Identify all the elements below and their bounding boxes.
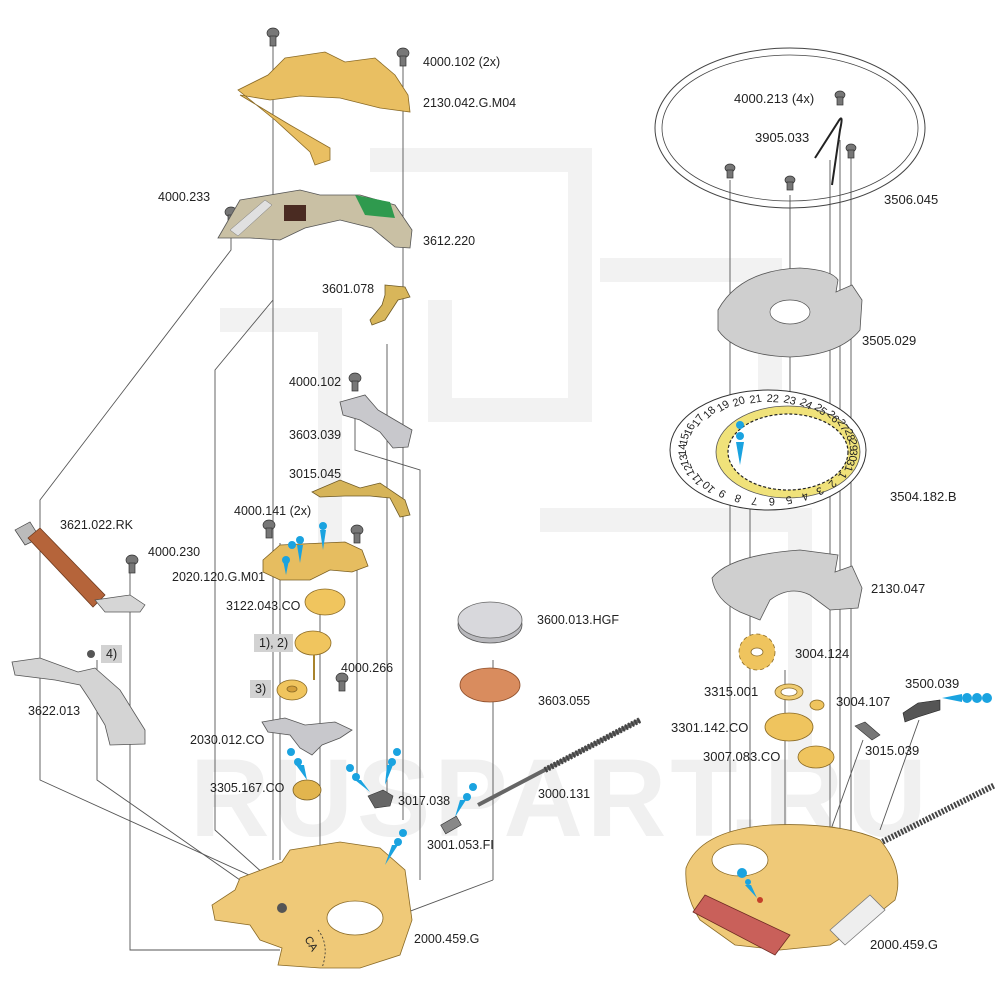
rotor-3305-167-shape (292, 779, 322, 801)
ring-3506-045-shape (654, 47, 926, 209)
setting-lever-3017-038-shape (367, 789, 394, 809)
label-3315-001: 3315.001 (704, 684, 759, 699)
label-2030-012: 2030.012.CO (190, 733, 265, 747)
bridge-2020-120-shape (262, 541, 369, 581)
label-4000-102: 4000.102 (289, 375, 342, 389)
date-number: 29 (846, 438, 859, 451)
label-4000-102-2x: 4000.102 (2x) (423, 55, 501, 69)
label-3000-131: 3000.131 (538, 787, 591, 801)
battery-3600-013-shape (457, 601, 523, 644)
part-3603-039-shape (339, 394, 413, 449)
lever-3015-039-shape (854, 721, 881, 741)
label-3004-107: 3004.107 (836, 694, 891, 709)
date-number: 5 (784, 493, 793, 506)
date-number: 8 (733, 491, 743, 504)
date-number: 22 (766, 393, 779, 406)
gear-wheels-right (738, 633, 835, 769)
bridge-2130-042-shape (237, 51, 411, 166)
label-3015-045: 3015.045 (289, 467, 342, 481)
date-number: 4 (800, 489, 811, 502)
mainplate-left-shape (211, 841, 413, 969)
label-3612-220: 3612.220 (423, 234, 476, 248)
date-number: 24 (798, 396, 814, 412)
date-number: 9 (717, 486, 729, 499)
date-number: 21 (749, 393, 763, 407)
date-number: 6 (769, 495, 776, 507)
note-1-2: 1), 2) (254, 634, 294, 652)
date-number: 7 (751, 494, 759, 507)
label-3017-038: 3017.038 (398, 794, 451, 808)
date-number: 14 (677, 444, 689, 456)
label-4000-213-4x: 4000.213 (4x) (734, 91, 815, 106)
date-number: 28 (842, 427, 857, 442)
label-3622-013: 3622.013 (28, 704, 81, 718)
lever-3015-045-shape (311, 479, 411, 518)
date-number: 20 (731, 394, 747, 409)
date-number: 17 (690, 412, 707, 429)
stem-3000-131-shape (477, 717, 642, 807)
date-number: 11 (690, 471, 706, 487)
pinion-3001-053-shape (440, 815, 462, 835)
gear-wheels (276, 588, 346, 701)
label-3905-033: 3905.033 (755, 130, 810, 145)
date-number: 31 (841, 458, 856, 473)
label-3621-022: 3621.022.RK (60, 518, 133, 532)
note-4: 4) (101, 645, 123, 663)
date-number: 1 (835, 469, 848, 480)
label-3015-039: 3015.039 (865, 743, 920, 758)
date-number: 19 (715, 398, 732, 415)
label-2000-459-left: 2000.459.G (414, 932, 480, 946)
mainplate-right-shape (685, 824, 899, 956)
insulator-3603-055-shape (459, 667, 521, 703)
label-3004-124: 3004.124 (795, 646, 850, 661)
bridge-2030-012-shape (261, 717, 353, 756)
label-3301-142: 3301.142.CO (671, 720, 749, 735)
lube-markers-left (282, 522, 477, 865)
label-3001-053: 3001.053.FI (427, 838, 494, 852)
date-number: 30 (846, 449, 859, 462)
date-disc-3504-182-shape (669, 389, 867, 511)
date-number: 23 (782, 393, 797, 408)
date-number: 13 (678, 453, 692, 467)
label-4000-266: 4000.266 (341, 661, 394, 675)
label-2000-459-right: 2000.459.G (870, 937, 938, 952)
label-3506-045: 3506.045 (884, 192, 939, 207)
date-number: 16 (682, 422, 698, 438)
spring-3905-033-shape (814, 117, 843, 186)
label-4000-141-2x: 4000.141 (2x) (234, 504, 312, 518)
label-3603-039: 3603.039 (289, 428, 342, 442)
label-3504-182: 3504.182.B (890, 489, 957, 504)
label-4000-233: 4000.233 (158, 190, 211, 204)
date-number: 15 (678, 432, 692, 446)
screw-icon (125, 27, 410, 692)
label-2020-120: 2020.120.G.M01 (172, 570, 266, 584)
label-3122-043: 3122.043.CO (226, 599, 301, 613)
note-3: 3) (250, 680, 272, 698)
part-3500-039-shape (902, 699, 941, 723)
screw-icon (724, 90, 857, 191)
label-3505-029: 3505.029 (862, 333, 917, 348)
stem-right-shape (868, 782, 997, 851)
stator-3622-013-shape (11, 657, 146, 746)
label-3600-013: 3600.013.HGF (537, 613, 619, 627)
label-2130-047: 2130.047 (871, 581, 926, 596)
label-3500-039: 3500.039 (905, 676, 960, 691)
lube-markers-right (736, 421, 992, 898)
plate-2130-047-shape (711, 549, 863, 621)
date-number: 27 (834, 417, 850, 434)
label-3305-167: 3305.167.CO (210, 781, 285, 795)
contact-3601-078-shape (369, 284, 411, 326)
date-number: 12 (682, 462, 698, 478)
label-2130-042: 2130.042.G.M04 (423, 96, 517, 110)
date-number: 25 (812, 401, 829, 418)
label-3603-055: 3603.055 (538, 694, 591, 708)
label-3601-078: 3601.078 (322, 282, 375, 296)
label-3007-083: 3007.083.CO (703, 749, 781, 764)
label-4000-230: 4000.230 (148, 545, 201, 559)
coil-3621-022-shape (14, 521, 146, 613)
